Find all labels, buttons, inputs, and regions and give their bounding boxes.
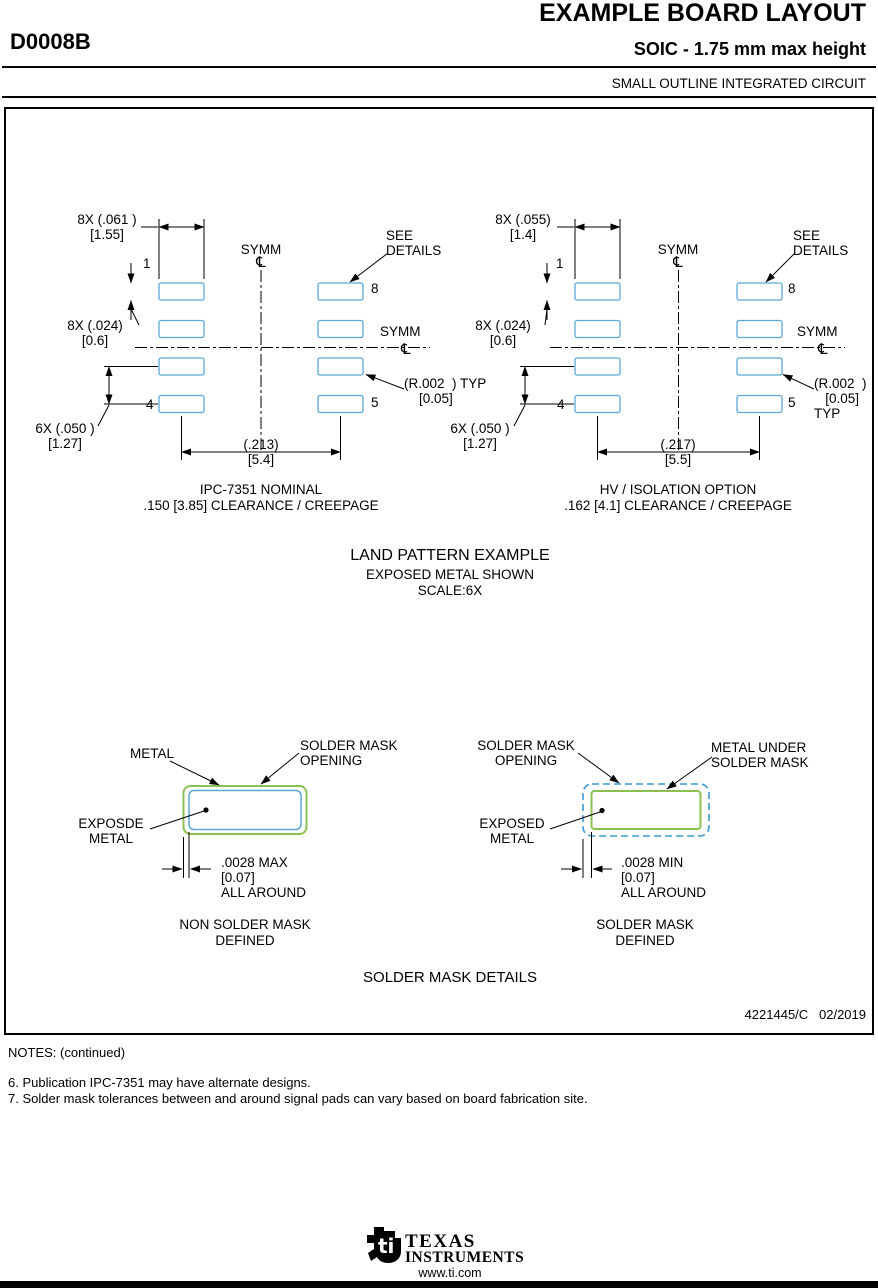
header-rule-1 (2, 66, 876, 68)
dim-pad-height: 8X (.024) [0.6] (475, 318, 531, 348)
centerline-symbol: ℄ (401, 340, 411, 358)
exposed-metal-label: EXPOSED METAL (479, 816, 545, 846)
land-pattern-scale: SCALE:6X (417, 583, 483, 598)
pin-number-4: 4 (557, 397, 565, 412)
exposed-metal-label: EXPOSDE METAL (78, 816, 144, 846)
pin-number-5: 5 (371, 395, 379, 410)
header-rule-2 (2, 96, 876, 98)
symm-label-top: SYMM (240, 242, 282, 257)
pin-number-5: 5 (788, 395, 796, 410)
package-subtitle: SMALL OUTLINE INTEGRATED CIRCUIT (611, 76, 866, 91)
symm-label-right: SYMM (797, 324, 838, 339)
pattern-caption: IPC-7351 NOMINAL .150 [3.85] CLEARANCE /… (143, 482, 379, 513)
solder-mask-opening-label: SOLDER MASK OPENING (300, 738, 398, 768)
centerline-symbol: ℄ (818, 340, 828, 358)
part-number: D0008B (10, 29, 91, 54)
see-details-label: SEE DETAILS (793, 228, 849, 258)
ti-logo-glyph: ti (378, 1234, 394, 1258)
pin-number-8: 8 (371, 281, 379, 296)
solder-mask-heading: SOLDER MASK DETAILS (363, 969, 537, 986)
radius-note: (R.002 ) [0.05] TYP (814, 376, 867, 421)
package-title: SOIC - 1.75 mm max height (633, 39, 866, 59)
dim-span: (.213) [5.4] (243, 437, 279, 467)
notes-heading: NOTES: (continued) (8, 1045, 126, 1060)
brand-name-top: TEXAS (405, 1231, 476, 1252)
land-pattern-subheading: EXPOSED METAL SHOWN (365, 567, 535, 582)
pin-number-1: 1 (143, 256, 151, 271)
drawing-frame (4, 107, 874, 1035)
pin-number-1: 1 (556, 256, 564, 271)
solder-mask-opening-label: SOLDER MASK OPENING (477, 738, 575, 768)
radius-note: (R.002 ) TYP [0.05] (404, 376, 487, 406)
pattern-caption: HV / ISOLATION OPTION .162 [4.1] CLEARAN… (564, 482, 792, 513)
ti-logo-icon: ti (367, 1227, 401, 1263)
dim-pitch: 6X (.050 ) [1.27] (450, 421, 510, 451)
centerline-symbol: ℄ (256, 253, 266, 271)
land-pattern-heading: LAND PATTERN EXAMPLE (350, 547, 550, 564)
see-details-label: SEE DETAILS (386, 228, 442, 258)
dim-pitch: 6X (.050 ) [1.27] (35, 421, 95, 451)
brand-name-bottom: INSTRUMENTS (405, 1249, 525, 1266)
symm-label-right: SYMM (380, 324, 421, 339)
dim-pad-width: 8X (.055) [1.4] (495, 212, 551, 242)
dim-pad-width: 8X (.061 ) [1.55] (77, 212, 137, 242)
footer-bar (0, 1281, 878, 1288)
metal-under-mask-label: METAL UNDER SOLDER MASK (711, 740, 809, 770)
mask-overlap-dim: .0028 MIN [0.07] ALL AROUND (621, 855, 707, 900)
nsmd-caption: NON SOLDER MASK DEFINED (179, 917, 311, 948)
drawing-number: 4221445/C 02/2019 (744, 1007, 866, 1022)
note-item-6: 6. Publication IPC-7351 may have alterna… (8, 1075, 311, 1090)
metal-label: METAL (130, 746, 175, 761)
smd-caption: SOLDER MASK DEFINED (596, 917, 694, 948)
dim-span: (.217) [5.5] (660, 437, 696, 467)
centerline-symbol: ℄ (673, 253, 683, 271)
pin-number-4: 4 (146, 397, 154, 412)
pin-number-8: 8 (788, 281, 796, 296)
mask-clearance-dim: .0028 MAX [0.07] ALL AROUND (221, 855, 307, 900)
note-item-7: 7. Solder mask tolerances between and ar… (8, 1091, 588, 1106)
dim-pad-height: 8X (.024) [0.6] (67, 318, 123, 348)
footer-url: www.ti.com (418, 1266, 482, 1280)
doc-title: EXAMPLE BOARD LAYOUT (539, 0, 866, 27)
symm-label-top: SYMM (657, 242, 699, 257)
